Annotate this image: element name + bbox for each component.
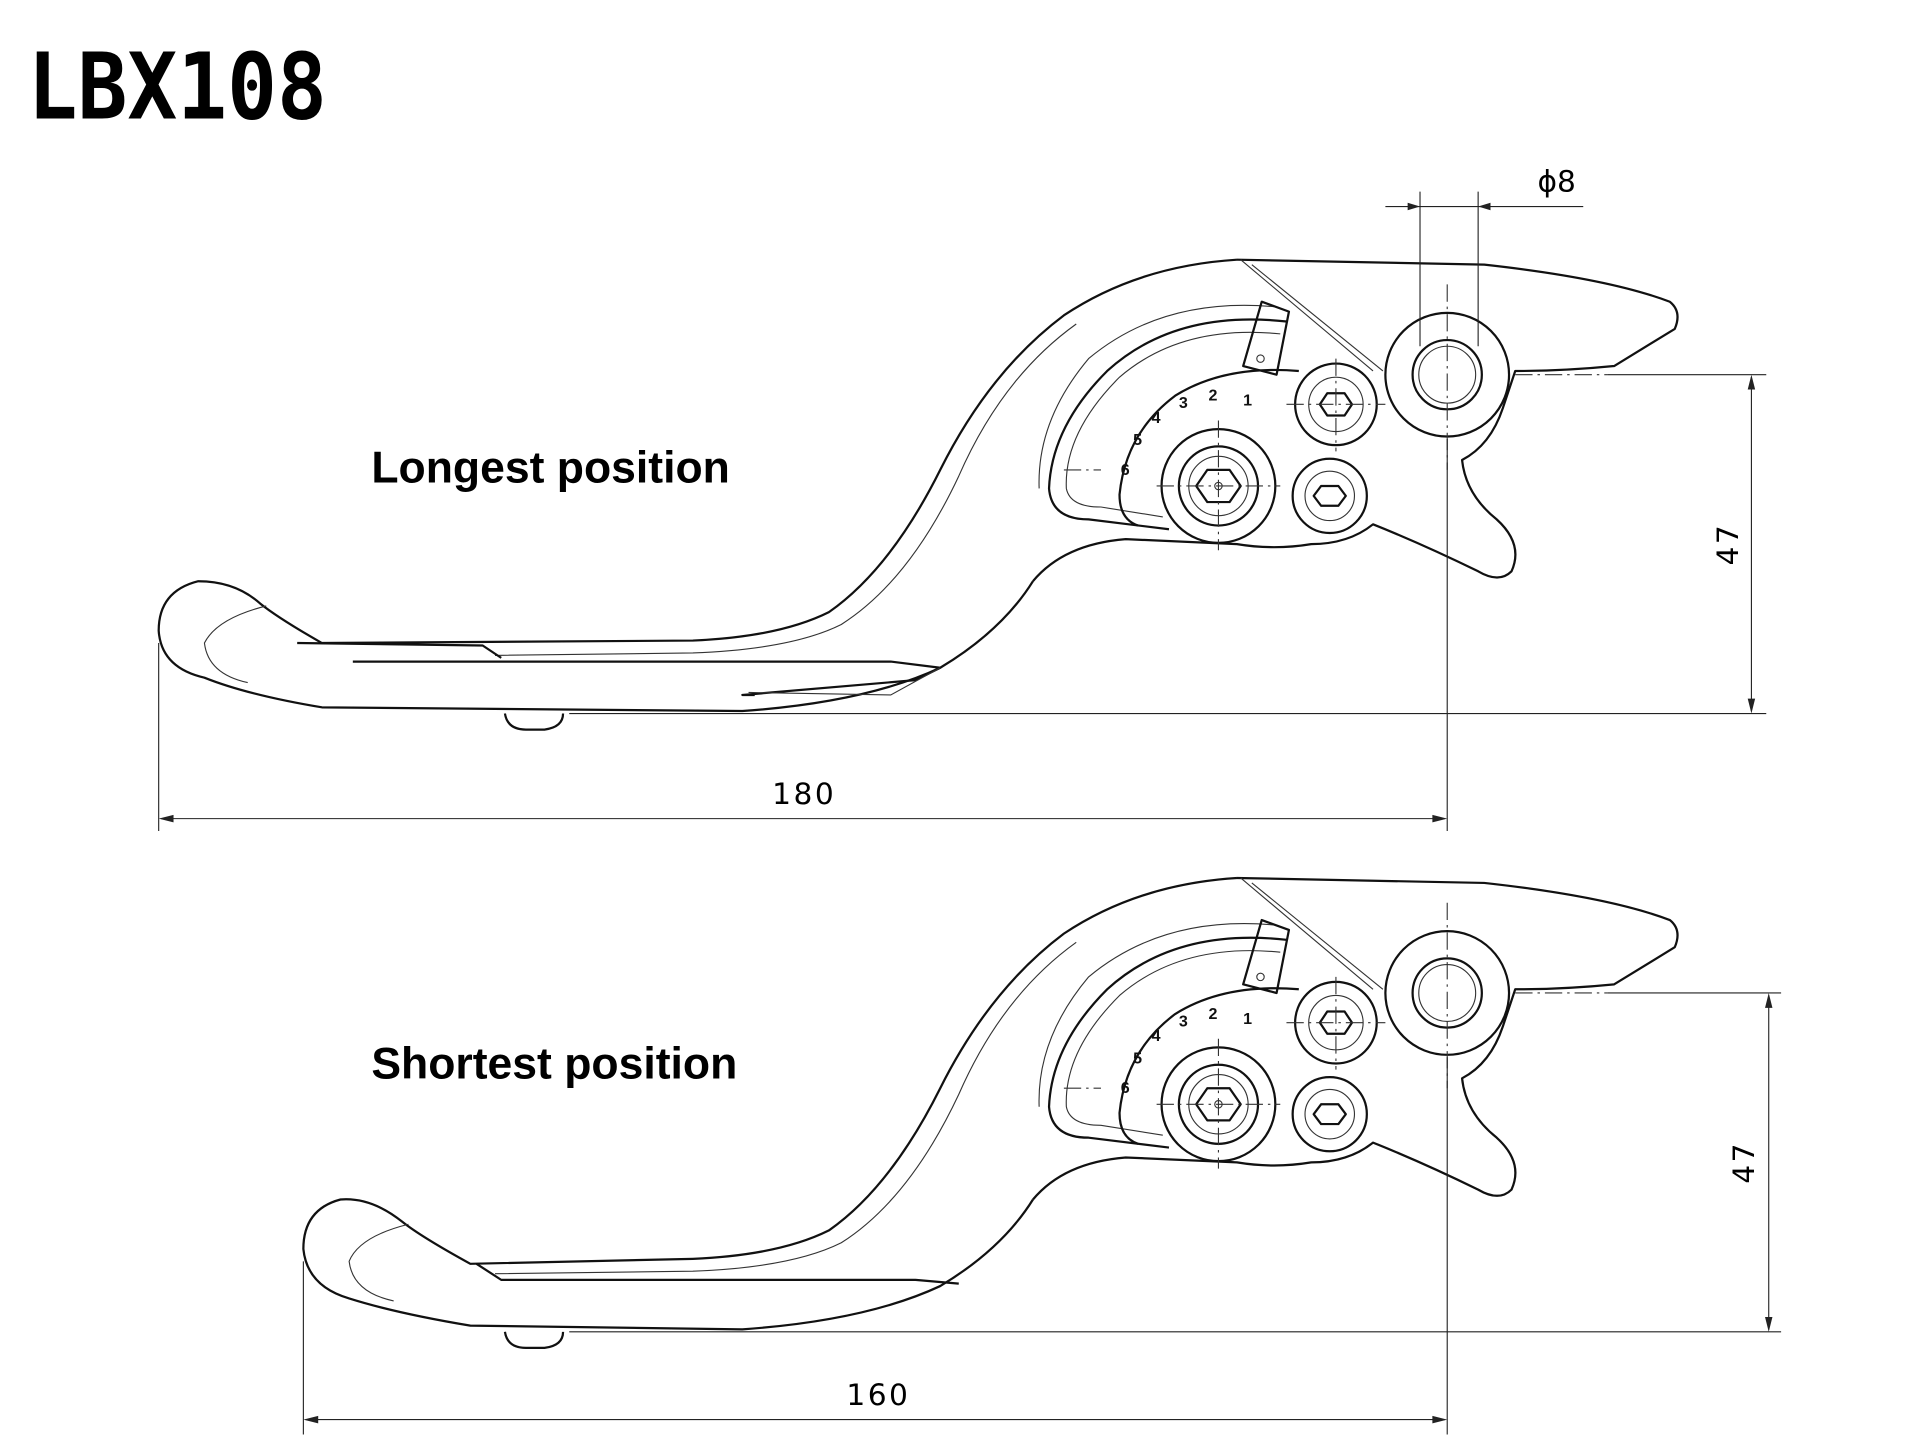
model-title: LBX108 [28,34,327,141]
pivot-diameter-dimension: ϕ8 [1537,164,1575,199]
view-label-longest: Longest position [371,443,729,492]
lever-longest-view: Longest position 180 47 ϕ8 [157,164,1767,831]
length-dimension-160: 160 [846,1377,910,1412]
length-dimension-180: 180 [772,776,836,811]
view-label-shortest: Shortest position [371,1039,737,1088]
lever-shortest-view: Shortest position 160 47 [302,876,1782,1435]
height-dimension-47-top: 47 [1710,523,1745,566]
height-dimension-47-bottom: 47 [1726,1141,1761,1184]
